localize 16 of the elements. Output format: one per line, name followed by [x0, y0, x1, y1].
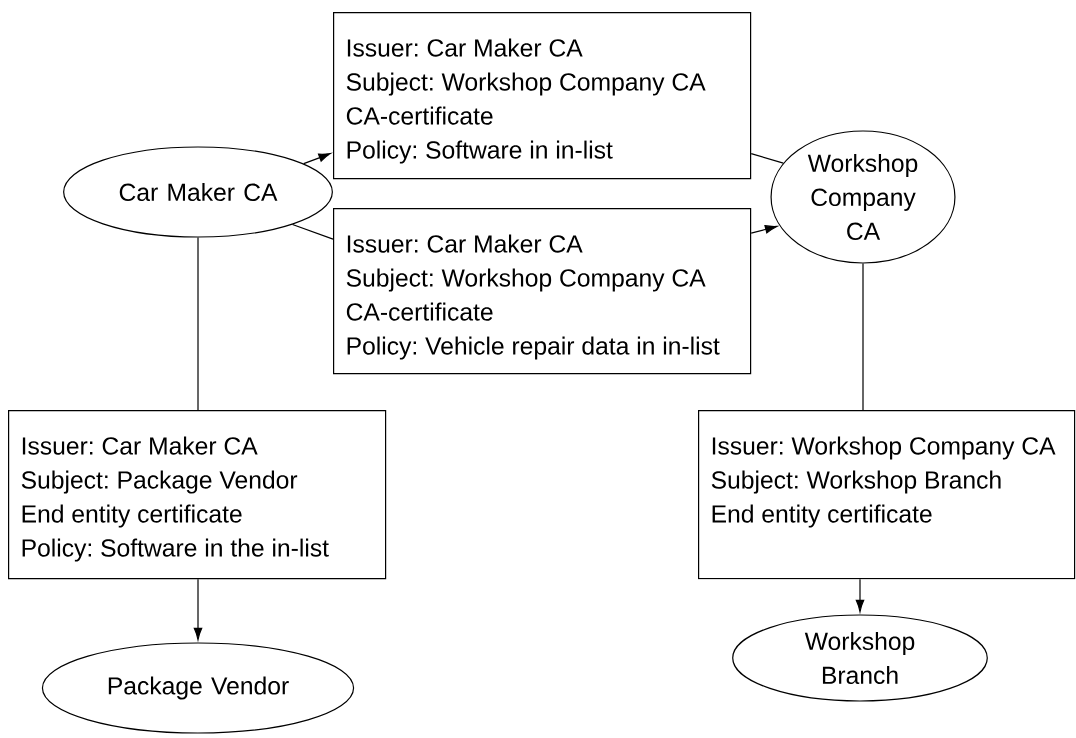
arrow — [750, 225, 778, 234]
connector-line — [291, 223, 334, 240]
ellipse-node: Workshop Company CA — [770, 130, 956, 264]
ellipse-node: Workshop Branch — [732, 614, 988, 702]
arrow — [193, 578, 203, 641]
connector-line — [750, 153, 784, 164]
certificate-box: Issuer: Car Maker CA Subject: Workshop Company CA CA-certificate Policy: Software in in-list — [333, 12, 752, 180]
ellipse-node: Car Maker CA — [63, 146, 333, 238]
ellipse-node: Package Vendor — [41, 642, 355, 734]
connector-line — [197, 237, 199, 411]
arrow — [855, 578, 865, 613]
certificate-box: Issuer: Workshop Company CA Subject: Workshop Branch End entity certificate — [698, 410, 1076, 580]
certificate-box: Issuer: Car Maker CA Subject: Package Vendor End entity certificate Policy: Software in the in-list — [8, 410, 387, 580]
connector-line — [862, 263, 864, 411]
certificate-box: Issuer: Car Maker CA Subject: Workshop Company CA CA-certificate Policy: Vehicle repair data in in-list — [333, 208, 752, 375]
arrow — [303, 153, 331, 165]
